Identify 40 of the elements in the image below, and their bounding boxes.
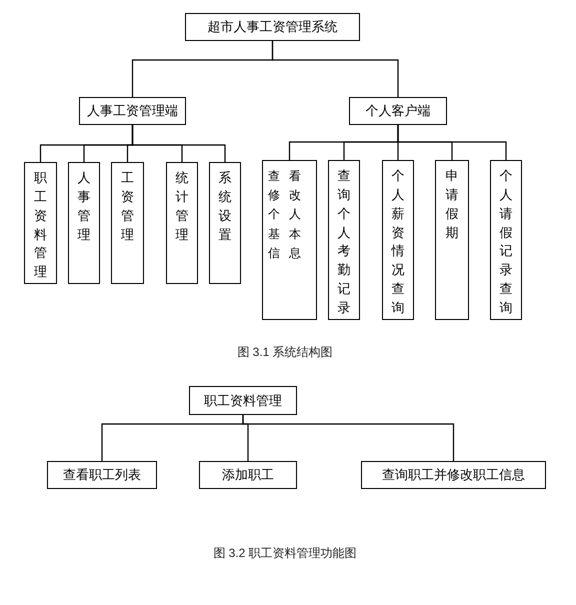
node-text: 查看修改个人基本信息 bbox=[268, 168, 311, 262]
process-box bbox=[111, 162, 144, 284]
node-text: 查看职工列表 bbox=[63, 466, 141, 484]
process-box bbox=[189, 386, 297, 415]
process-box bbox=[382, 160, 414, 320]
process-box bbox=[68, 162, 100, 284]
process-box bbox=[199, 461, 297, 489]
connector-line bbox=[242, 415, 454, 461]
connector-line bbox=[397, 125, 507, 160]
connector-line bbox=[272, 41, 399, 97]
process-box bbox=[47, 461, 157, 489]
node-text: 超市人事工资管理系统 bbox=[208, 18, 338, 36]
process-box bbox=[185, 13, 360, 41]
node-text: 职工资料管理 bbox=[34, 169, 47, 282]
process-box bbox=[435, 160, 469, 320]
process-box bbox=[166, 162, 198, 284]
node-text: 个人客户端 bbox=[366, 102, 430, 120]
node-text: 人事工资管理端 bbox=[87, 102, 178, 120]
process-box bbox=[209, 162, 241, 284]
node-text: 系统设置 bbox=[218, 169, 232, 244]
process-box bbox=[328, 160, 360, 320]
process-box bbox=[24, 162, 57, 284]
node-text: 个人薪资情况查询 bbox=[392, 167, 404, 317]
process-box bbox=[262, 160, 317, 320]
node-text: 人事管理 bbox=[78, 169, 90, 244]
node-text: 统计管理 bbox=[176, 169, 188, 244]
node-text: 工资管理 bbox=[121, 169, 134, 244]
process-box bbox=[490, 160, 522, 320]
node-text: 添加职工 bbox=[222, 466, 274, 484]
process-box bbox=[79, 97, 186, 125]
figure-caption: 图 3.1 系统结构图 bbox=[237, 344, 333, 361]
node-text: 查询个人考勤记录 bbox=[338, 167, 350, 317]
node-text: 查询职工并修改职工信息 bbox=[382, 466, 525, 484]
node-text: 个人请假记录查询 bbox=[500, 167, 512, 317]
node-text: 申请假期 bbox=[446, 167, 458, 242]
process-box bbox=[361, 461, 546, 489]
process-box bbox=[349, 97, 447, 125]
figure-caption: 图 3.2 职工资料管理功能图 bbox=[213, 545, 357, 562]
node-text: 职工资料管理 bbox=[204, 392, 282, 410]
connector-line bbox=[132, 125, 226, 162]
